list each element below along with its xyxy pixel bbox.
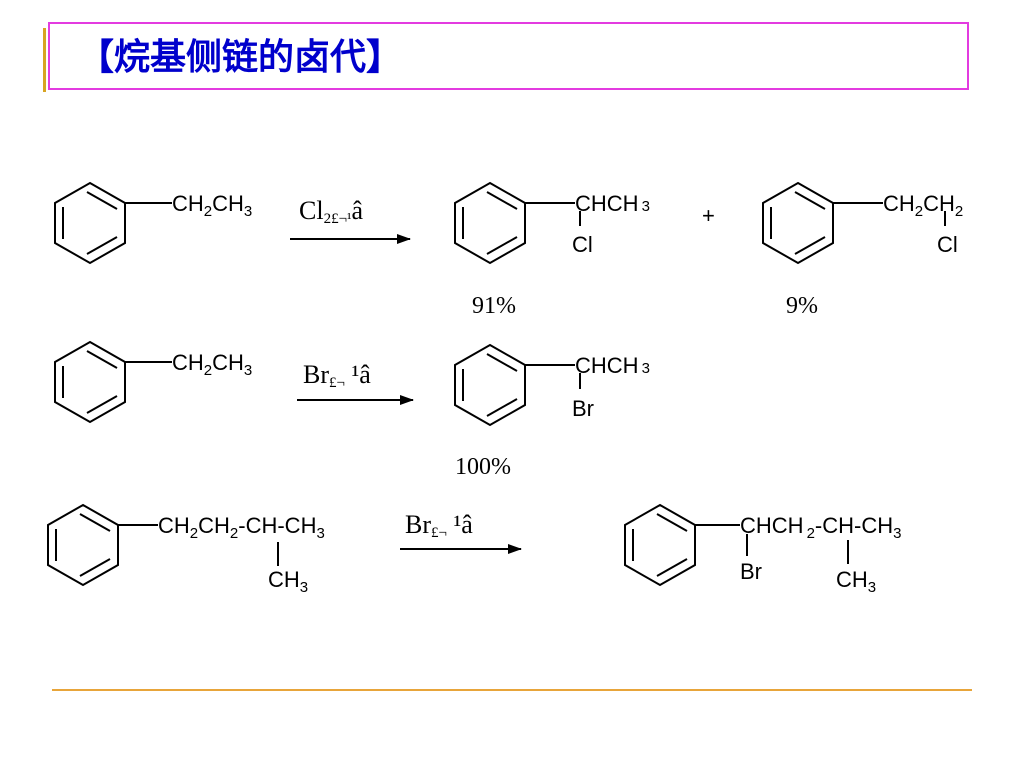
product-2-substituent: Br bbox=[572, 396, 594, 421]
reagent-2: Br£¬ ¹â bbox=[303, 360, 371, 391]
product-1a-substituent: Cl bbox=[572, 232, 593, 257]
yield-2: 100% bbox=[455, 454, 511, 480]
reactant-3-ring bbox=[47, 504, 279, 586]
reactant-2-chain: CH2CH3 bbox=[172, 350, 252, 379]
reagent-3: Br£¬ ¹â bbox=[405, 510, 473, 541]
product-3-substituent: Br bbox=[740, 559, 762, 584]
title-frame bbox=[48, 22, 969, 90]
reactant-3-chain: CH2CH2-CH-CH3 bbox=[158, 513, 325, 542]
bottom-rule bbox=[52, 689, 972, 691]
product-1a-ring bbox=[454, 182, 581, 264]
reactant-3-branch: CH3 bbox=[268, 567, 308, 596]
reactant-1-ring bbox=[54, 182, 172, 264]
product-1b-chain: CH2CH2 bbox=[883, 191, 963, 220]
product-2-ring bbox=[454, 344, 581, 426]
title-accent-bar bbox=[43, 28, 46, 92]
slide-title: 【烷基侧链的卤代】 bbox=[78, 36, 403, 78]
yield-1a: 91% bbox=[472, 293, 516, 319]
product-1b-substituent: Cl bbox=[937, 232, 958, 257]
product-3-branch: CH3 bbox=[836, 567, 876, 596]
product-1b-ring bbox=[762, 182, 946, 264]
yield-1b: 9% bbox=[786, 293, 818, 319]
product-3-ring bbox=[624, 504, 849, 586]
reactant-2-ring bbox=[54, 341, 172, 423]
plus-sign: + bbox=[702, 203, 715, 228]
reactant-1-chain: CH2CH3 bbox=[172, 191, 252, 220]
reagent-1: Cl2£¬¹â bbox=[299, 196, 364, 227]
